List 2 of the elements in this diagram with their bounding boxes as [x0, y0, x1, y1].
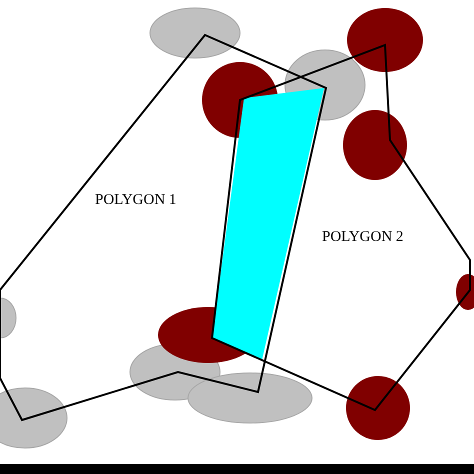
polygon-label: POLYGON 2: [322, 229, 404, 246]
polygon-label: POLYGON 1: [95, 192, 176, 209]
